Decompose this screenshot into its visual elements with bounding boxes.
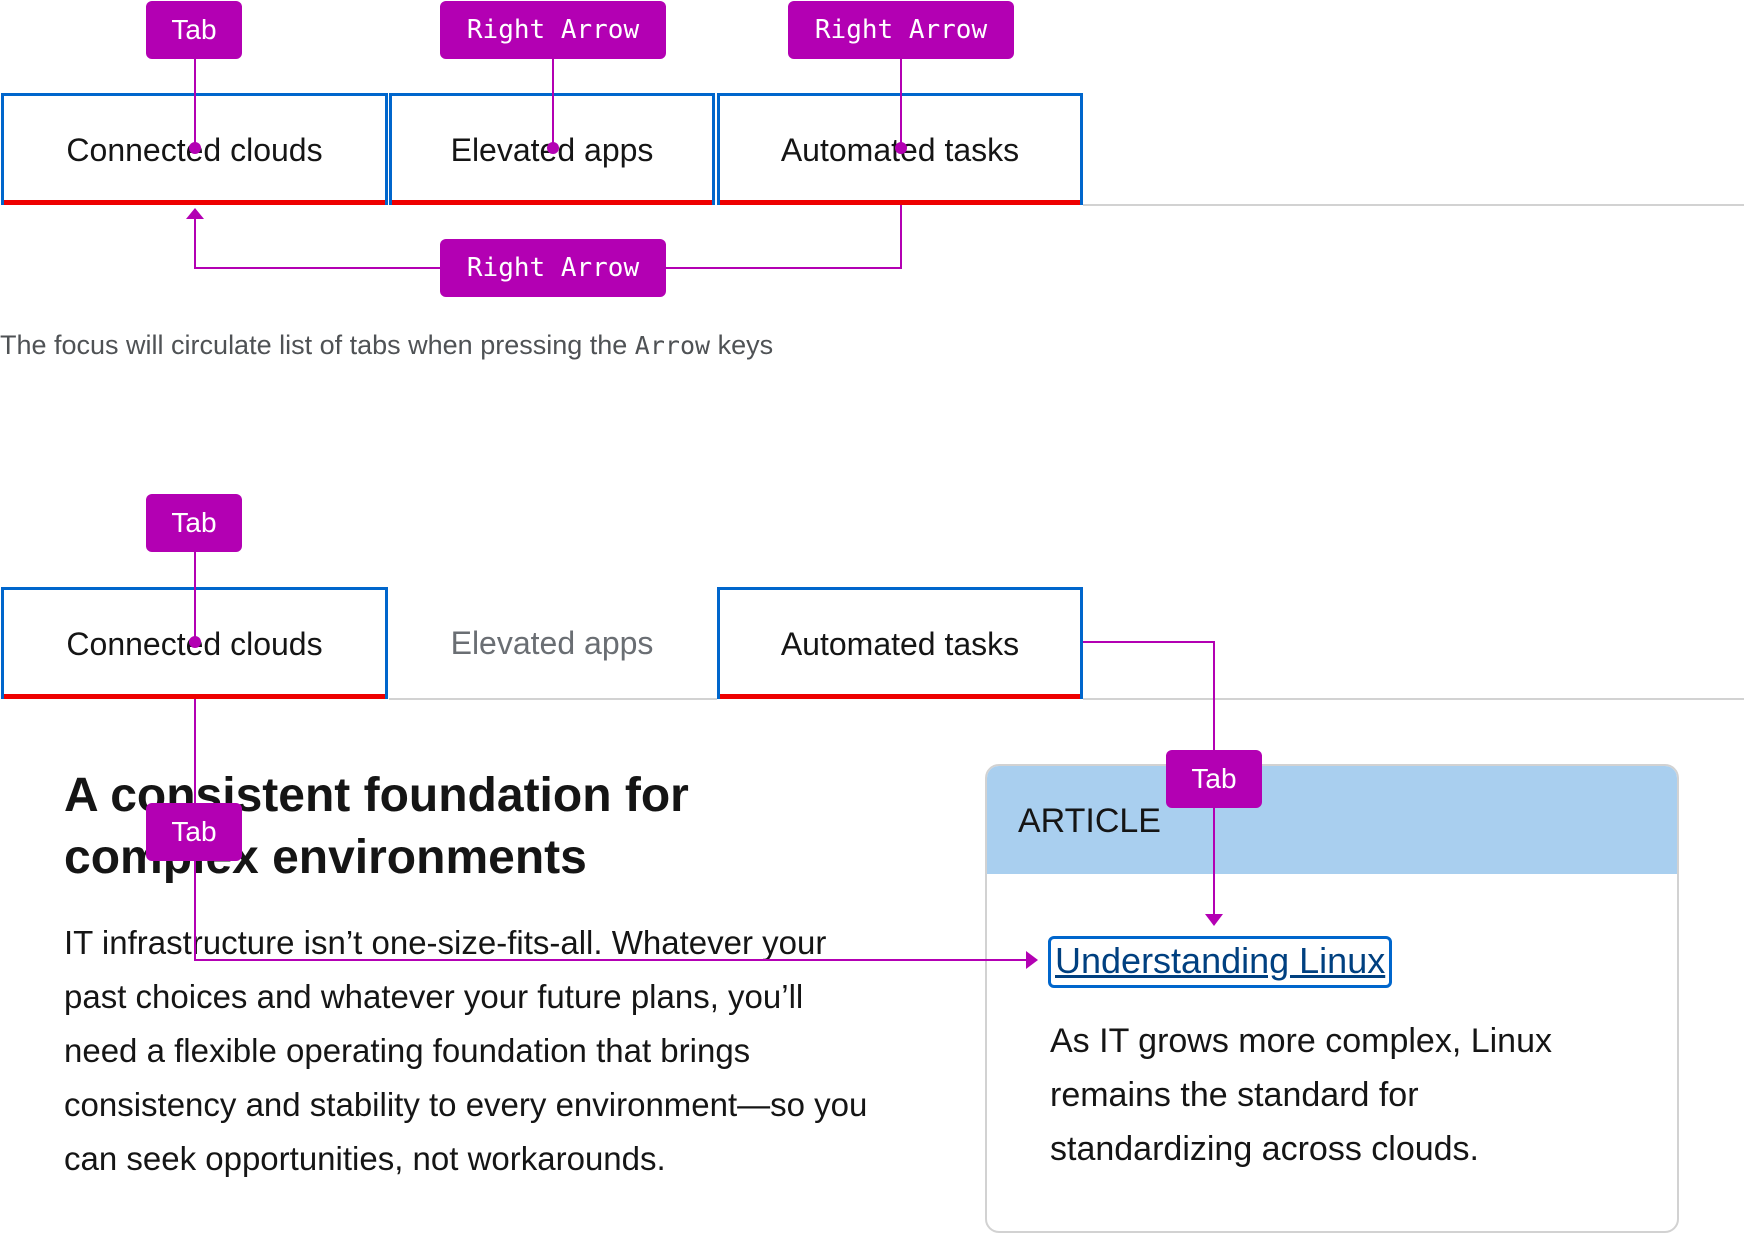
key-badge-tab: Tab <box>1166 750 1262 808</box>
connector-dot <box>895 142 907 154</box>
key-badge-tab: Tab <box>146 494 242 552</box>
card-header: ARTICLE <box>987 766 1677 874</box>
tab-automated-tasks[interactable]: Automated tasks <box>717 587 1083 699</box>
connector-dot <box>189 636 201 648</box>
key-badge-tab: Tab <box>146 803 242 861</box>
key-badge-tab: Tab <box>146 1 242 59</box>
arrowhead-icon <box>1026 951 1038 969</box>
active-tab-indicator <box>4 694 385 699</box>
active-tab-indicator <box>720 200 1080 205</box>
key-badge-right-arrow: Right Arrow <box>788 1 1014 59</box>
tablist-divider <box>1083 204 1744 206</box>
panel-body: IT infrastructure isn’t one-size-fits-al… <box>64 924 868 1177</box>
connector-dot <box>189 142 201 154</box>
connector-line <box>666 205 902 269</box>
article-card: ARTICLE Understanding Linux As IT grows … <box>985 764 1679 1233</box>
connector-line <box>194 861 1028 961</box>
card-text: As IT grows more complex, Linux remains … <box>1050 1022 1552 1168</box>
tab-label: Elevated apps <box>450 624 654 661</box>
arrowhead-icon <box>186 208 204 219</box>
tab-elevated-apps[interactable]: Elevated apps <box>389 587 715 699</box>
arrowhead-icon <box>1205 914 1223 926</box>
active-tab-indicator <box>720 694 1080 699</box>
key-badge-right-arrow-wrap: Right Arrow <box>440 239 666 297</box>
connector-line <box>1083 641 1215 750</box>
caption: The focus will circulate list of tabs wh… <box>0 330 774 360</box>
active-tab-indicator <box>4 200 385 205</box>
tablist-divider <box>1083 698 1744 700</box>
card-link[interactable]: Understanding Linux <box>1048 936 1393 988</box>
connector-dot <box>547 142 559 154</box>
arrow-code: Arrow <box>634 331 711 360</box>
tablist-divider <box>389 698 717 700</box>
connector-line <box>194 218 440 269</box>
active-tab-indicator <box>392 200 712 205</box>
card-label: ARTICLE <box>1018 802 1161 840</box>
tab-label: Automated tasks <box>780 626 1020 662</box>
key-badge-right-arrow: Right Arrow <box>440 1 666 59</box>
